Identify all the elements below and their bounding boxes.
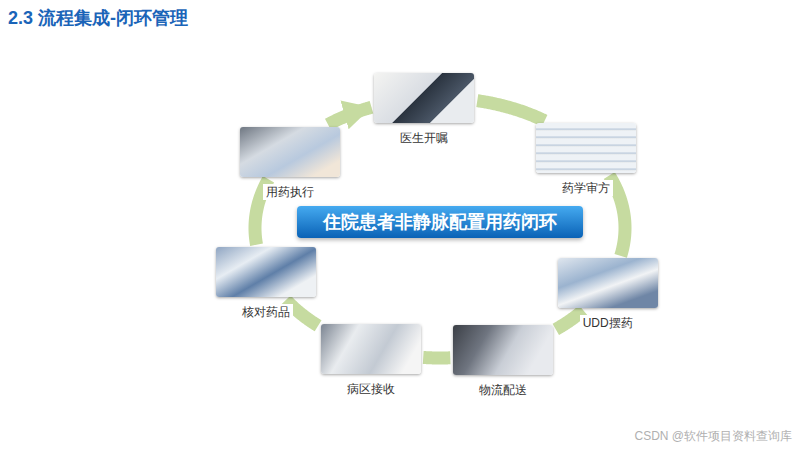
step-photo	[374, 73, 474, 123]
watermark: CSDN @软件项目资料查询库	[634, 428, 792, 445]
step-node: 物流配送	[453, 325, 553, 398]
step-node: 核对药品	[216, 247, 316, 320]
step-node: UDD摆药	[558, 258, 658, 331]
step-photo	[240, 127, 340, 177]
center-banner: 住院患者非静脉配置用药闭环	[297, 206, 583, 238]
step-photo	[558, 258, 658, 308]
step-node: 用药执行	[240, 127, 340, 200]
step-label: UDD摆药	[580, 315, 636, 331]
page-title: 2.3 流程集成-闭环管理	[8, 6, 188, 30]
ring-connector	[477, 101, 544, 121]
step-label: 核对药品	[239, 304, 293, 320]
step-label: 用药执行	[263, 184, 317, 200]
ring-connector	[328, 107, 371, 124]
ring-connector	[423, 351, 450, 365]
step-photo	[536, 123, 636, 173]
step-label: 病区接收	[344, 381, 398, 397]
step-photo	[453, 325, 553, 375]
step-node: 药学审方	[536, 123, 636, 196]
step-photo	[321, 324, 421, 374]
step-node: 医生开嘱	[374, 73, 474, 146]
step-photo	[216, 247, 316, 297]
step-label: 物流配送	[476, 382, 530, 398]
step-node: 病区接收	[321, 324, 421, 397]
step-label: 医生开嘱	[397, 130, 451, 146]
step-label: 药学审方	[559, 180, 613, 196]
banner-text: 住院患者非静脉配置用药闭环	[323, 210, 557, 234]
